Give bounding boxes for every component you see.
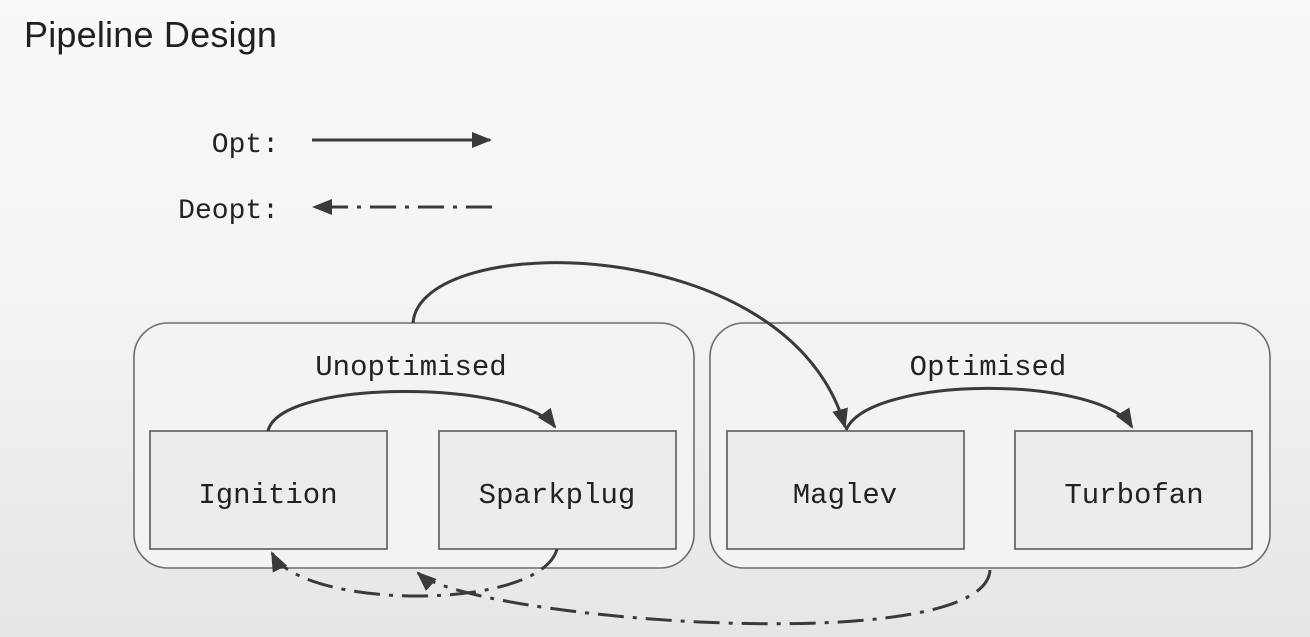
sparkplug-node: [438, 430, 677, 550]
turbofan-node: [1014, 430, 1253, 550]
deopt-edge-sparkplug-ignition: [270, 548, 559, 598]
optimised-group-label: Optimised: [910, 351, 1067, 384]
maglev-node-label: Maglev: [793, 479, 897, 512]
legend-deopt-label: Deopt:: [178, 196, 279, 227]
slide-title: Pipeline Design: [24, 14, 278, 55]
legend-opt-label: Opt:: [212, 130, 279, 161]
ignition-node-label: Ignition: [198, 479, 337, 512]
unoptimised-group-label: Unoptimised: [315, 351, 506, 384]
opt-edge-maglev-turbofan: [844, 386, 1134, 431]
maglev-node: [726, 430, 965, 550]
sparkplug-node-label: Sparkplug: [479, 479, 636, 512]
deopt-edge-optimised-unoptimised: [416, 569, 992, 626]
opt-edge-unoptimised-maglev: [411, 261, 848, 429]
turbofan-node-label: Turbofan: [1064, 479, 1203, 512]
ignition-node: [149, 430, 388, 550]
opt-edge-ignition-sparkplug: [266, 390, 557, 432]
